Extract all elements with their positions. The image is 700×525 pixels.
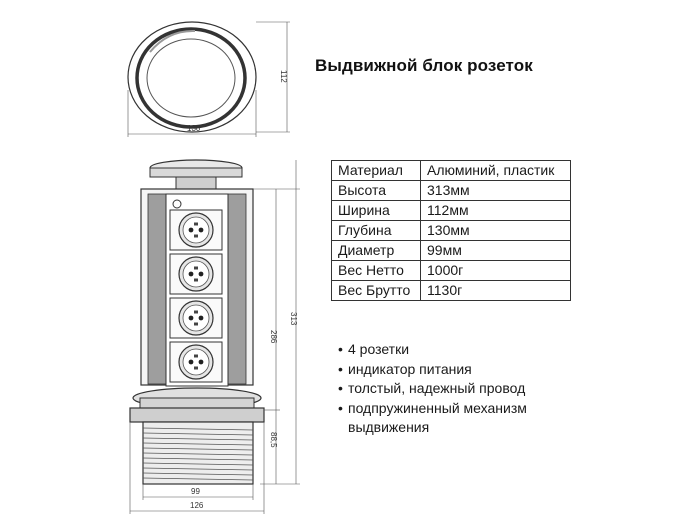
spec-key: Ширина [331, 200, 421, 221]
power-indicator-icon [172, 199, 182, 209]
feature-item: подпружиненный механизм [338, 399, 527, 419]
spec-key: Диаметр [331, 240, 421, 261]
top-view-height-label: 112 [279, 70, 288, 83]
feature-item: толстый, надежный провод [338, 379, 527, 399]
sockets [169, 209, 223, 383]
spec-key: Вес Нетто [331, 260, 421, 281]
spec-key: Материал [331, 160, 421, 181]
top-view: 112 130 [127, 21, 290, 137]
spec-value: 1130г [420, 280, 571, 301]
socket-icon [169, 209, 223, 251]
socket-icon [169, 341, 223, 383]
side-total-height-label: 313 [289, 312, 298, 326]
inner-diameter-label: 99 [191, 487, 200, 496]
socket-icon [169, 297, 223, 339]
spec-value: 99мм [420, 240, 571, 261]
feature-item: индикатор питания [338, 360, 527, 380]
socket-icon [169, 253, 223, 295]
thread-lines [142, 427, 254, 481]
spec-value: 313мм [420, 180, 571, 201]
page-title: Выдвижной блок розеток [315, 56, 533, 75]
spec-value: 130мм [420, 220, 571, 241]
features-list: 4 розеткииндикатор питаниятолстый, надеж… [338, 340, 527, 438]
feature-item: 4 розетки [338, 340, 527, 360]
spec-key: Высота [331, 180, 421, 201]
spec-value: 1000г [420, 260, 571, 281]
spec-value: Алюминий, пластик [420, 160, 571, 181]
side-base-height-label: 88,5 [269, 432, 278, 448]
technical-drawing: 112 130 313 286 [127, 21, 300, 514]
side-view: 313 286 88,5 99 126 [129, 159, 300, 514]
spec-key: Вес Брутто [331, 280, 421, 301]
top-view-width-label: 130 [187, 124, 201, 133]
outer-diameter-label: 126 [190, 501, 204, 510]
side-body-height-label: 286 [269, 330, 278, 344]
feature-item: выдвижения [348, 419, 430, 435]
spec-value: 112мм [420, 200, 571, 221]
spec-key: Глубина [331, 220, 421, 241]
